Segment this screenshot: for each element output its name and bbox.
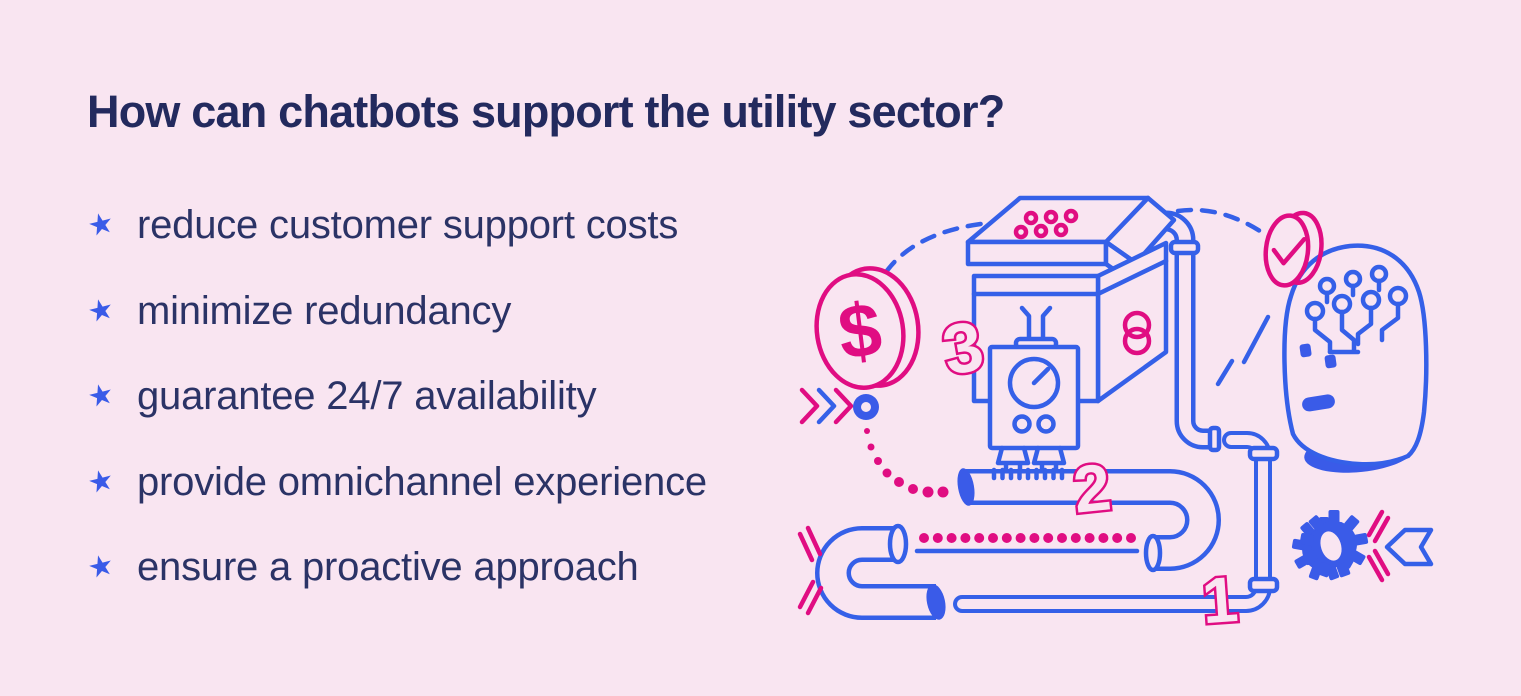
utility-chatbot-illustration: $	[797, 195, 1434, 640]
slashes-icon	[1215, 314, 1271, 387]
dotted-arc-icon	[864, 428, 949, 498]
list-item: ★ minimize redundancy	[84, 269, 707, 355]
pressure-gauge-icon	[987, 305, 1081, 474]
slashes-icon	[1366, 509, 1391, 583]
robot-head-icon	[1282, 243, 1429, 473]
rings-icon	[1122, 310, 1152, 356]
dashed-line-icon	[883, 220, 991, 275]
star-icon: ★	[84, 206, 118, 244]
benefits-list: ★ reduce customer support costs ★ minimi…	[84, 183, 707, 611]
robot-eye	[1299, 343, 1312, 358]
lid-dots-icon	[1013, 208, 1079, 240]
circuit-brain-icon	[1304, 264, 1409, 355]
dotted-line-icon	[914, 533, 1140, 554]
star-icon: ★	[84, 548, 118, 586]
star-icon: ★	[84, 377, 118, 415]
dollar-coin-icon: $	[814, 266, 921, 390]
dashed-line-icon	[1175, 207, 1269, 238]
list-item: ★ reduce customer support costs	[84, 183, 707, 269]
flag-icon	[1384, 527, 1434, 567]
page-title: How can chatbots support the utility sec…	[87, 86, 1005, 137]
gear-icon	[1291, 510, 1369, 581]
gauge-pipe-icon	[957, 467, 1221, 573]
curved-pipe-icon	[815, 523, 946, 620]
list-item-label: reduce customer support costs	[137, 203, 679, 248]
check-coin-icon	[1263, 210, 1324, 288]
slashes-icon	[797, 525, 824, 616]
dollar-symbol: $	[834, 287, 886, 377]
list-item-label: ensure a proactive approach	[137, 545, 639, 590]
robot-eye	[1324, 354, 1337, 369]
list-item-label: guarantee 24/7 availability	[137, 374, 597, 419]
list-item: ★ provide omnichannel experience	[84, 440, 707, 526]
robot-mouth	[1302, 394, 1335, 412]
list-item-label: minimize redundancy	[137, 288, 512, 333]
check-icon	[1271, 236, 1307, 266]
step-2-label: 2	[1070, 449, 1114, 526]
list-item: ★ guarantee 24/7 availability	[84, 354, 707, 440]
star-icon: ★	[84, 463, 118, 501]
star-icon: ★	[84, 292, 118, 330]
step-1-label: 1	[1200, 563, 1241, 637]
bottom-pipe-icon	[953, 431, 1280, 613]
list-item: ★ ensure a proactive approach	[84, 525, 707, 611]
list-item-label: provide omnichannel experience	[137, 459, 707, 504]
chevrons-icon	[799, 387, 879, 425]
